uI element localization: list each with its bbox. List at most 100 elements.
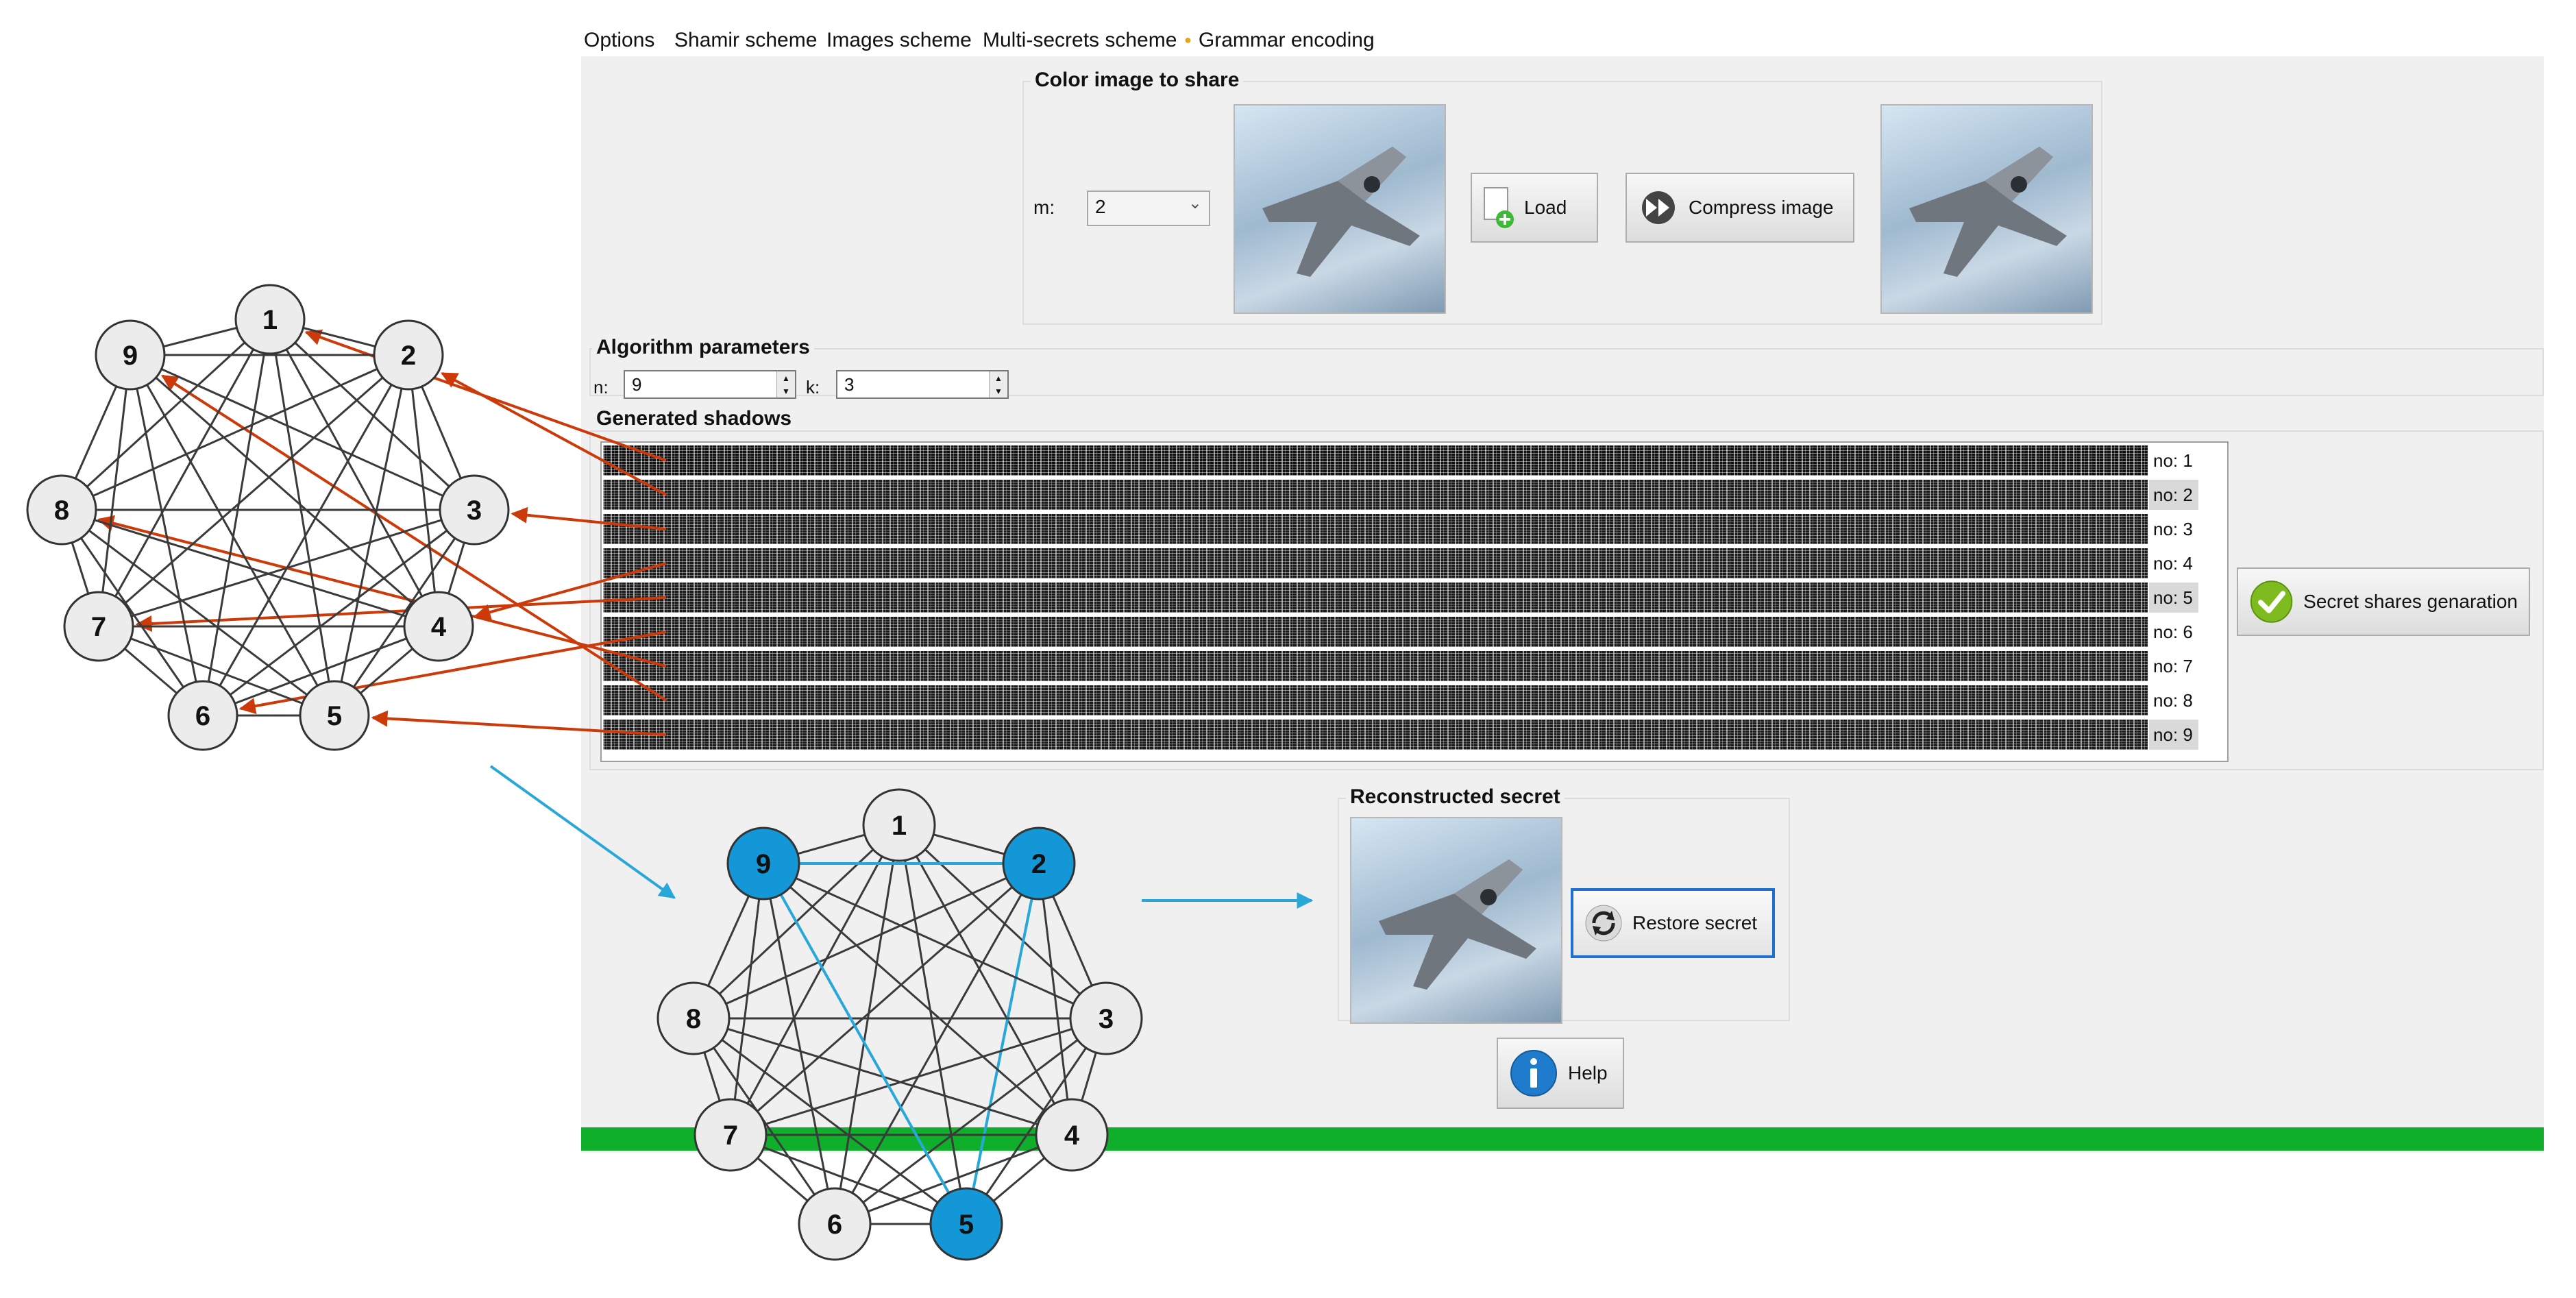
k-spinner[interactable]: 3 ▲▼ xyxy=(836,370,1009,399)
chevron-down-icon: ⌄ xyxy=(1188,194,1202,212)
graph-edge xyxy=(130,354,439,628)
menu-bar: Options Shamir scheme Images scheme Mult… xyxy=(581,21,2544,59)
graph-node-label: 4 xyxy=(1064,1121,1080,1151)
graph-edge xyxy=(763,862,1072,1136)
shadow-image xyxy=(603,617,2148,647)
help-button[interactable]: Help xyxy=(1497,1038,1624,1109)
share-arrow xyxy=(474,562,667,620)
shadow-image xyxy=(603,583,2148,613)
m-select[interactable]: 2 ⌄ xyxy=(1087,191,1210,226)
jet-icon xyxy=(1262,147,1420,277)
restore-secret-button[interactable]: Restore secret xyxy=(1571,888,1775,958)
shadow-image xyxy=(603,651,2148,681)
share-arrow xyxy=(371,710,667,736)
shadow-label[interactable]: no: 5 xyxy=(2149,583,2198,613)
graph-edge xyxy=(201,319,271,716)
secret-shares-generation-button[interactable]: Secret shares genaration xyxy=(2237,567,2530,636)
algorithm-parameters-title: Algorithm parameters xyxy=(592,336,814,359)
graph-edge xyxy=(129,354,204,716)
graph-edge xyxy=(729,824,900,1136)
reconstructed-secret-title: Reconstructed secret xyxy=(1346,785,1565,809)
graph-node-label: 7 xyxy=(91,612,106,642)
graph-edge xyxy=(762,863,968,1225)
share-arrow xyxy=(161,374,667,702)
graph-node xyxy=(798,1187,872,1261)
shadow-label[interactable]: no: 2 xyxy=(2149,480,2198,510)
load-button-label: Load xyxy=(1524,197,1567,218)
help-label: Help xyxy=(1568,1062,1608,1083)
load-file-icon xyxy=(1484,187,1514,228)
color-image-title: Color image to share xyxy=(1031,69,1244,92)
graph-edge xyxy=(202,509,475,717)
graph-edge xyxy=(407,354,440,627)
shadow-image xyxy=(603,720,2148,750)
graph-node xyxy=(439,474,510,546)
reconstructed-image xyxy=(1350,817,1562,1024)
menu-multi-secrets-scheme[interactable]: Multi-secrets scheme xyxy=(983,29,1177,51)
menu-options[interactable]: Options xyxy=(584,29,655,51)
graph-edge xyxy=(833,824,900,1225)
fast-forward-icon xyxy=(1642,191,1675,224)
spinner-arrows-icon[interactable]: ▲▼ xyxy=(776,371,795,397)
n-spinner-value: 9 xyxy=(632,374,642,395)
graph-edge xyxy=(61,509,335,717)
graph-node xyxy=(1069,981,1143,1055)
shadow-label[interactable]: no: 3 xyxy=(2153,519,2193,539)
graph-edge xyxy=(333,354,410,716)
graph-node xyxy=(929,1187,1003,1261)
menu-shamir-scheme[interactable]: Shamir scheme xyxy=(674,29,818,51)
compress-image-button[interactable]: Compress image xyxy=(1626,173,1854,243)
jet-icon xyxy=(1909,147,2067,277)
graph-node-label: 6 xyxy=(827,1210,842,1240)
n-spinner[interactable]: 9 ▲▼ xyxy=(624,370,796,399)
menu-grammar-encoding[interactable]: Grammar encoding xyxy=(1184,29,1375,52)
graph-node xyxy=(63,591,134,662)
shadow-image xyxy=(603,445,2148,476)
graph-node-label: 8 xyxy=(686,1004,701,1034)
graph-edge xyxy=(834,1134,1072,1225)
graph-edge xyxy=(98,509,475,628)
graph-edge xyxy=(833,863,1040,1225)
menu-images-scheme[interactable]: Images scheme xyxy=(826,29,972,51)
m-select-value: 2 xyxy=(1095,196,1106,217)
shadow-label[interactable]: no: 6 xyxy=(2153,622,2193,642)
shadow-label[interactable]: no: 9 xyxy=(2149,720,2198,750)
graph-node-label: 2 xyxy=(401,341,416,371)
shadow-image xyxy=(603,480,2148,510)
graph-node-label: 2 xyxy=(1031,849,1046,879)
share-arrow xyxy=(441,371,667,496)
original-image xyxy=(1234,104,1446,314)
graph-node xyxy=(1002,826,1076,901)
info-icon xyxy=(1510,1050,1557,1097)
graph-edge xyxy=(202,625,439,717)
graph-node xyxy=(862,788,936,862)
shadow-label[interactable]: no: 8 xyxy=(2153,690,2193,711)
shadow-label[interactable]: no: 1 xyxy=(2153,450,2193,471)
graph-edge xyxy=(98,625,335,717)
shadow-label[interactable]: no: 7 xyxy=(2153,656,2193,676)
graph-node-label: 1 xyxy=(262,305,278,335)
graph-edge xyxy=(98,354,409,628)
graph-edge xyxy=(60,509,204,716)
shadow-label[interactable]: no: 4 xyxy=(2153,553,2193,574)
load-button[interactable]: Load xyxy=(1471,173,1598,243)
spinner-arrows-icon[interactable]: ▲▼ xyxy=(989,371,1007,397)
share-arrow xyxy=(135,596,667,633)
graph-edge xyxy=(201,354,410,716)
graph-edge xyxy=(269,319,440,627)
graph-edge xyxy=(130,354,475,511)
k-label: k: xyxy=(806,377,820,397)
graph-node xyxy=(234,284,306,355)
graph-edge xyxy=(730,1134,967,1225)
graph-node-label: 4 xyxy=(431,612,447,642)
graph-node xyxy=(726,826,800,901)
graph-node-label: 6 xyxy=(195,701,210,731)
graph-node xyxy=(403,591,474,662)
graph-edge xyxy=(730,1017,1107,1136)
graph-edge xyxy=(693,862,1040,1020)
graph-node-label: 1 xyxy=(892,811,907,841)
graph-node xyxy=(657,981,731,1055)
graph-edge xyxy=(965,1018,1107,1225)
restore-secret-label: Restore secret xyxy=(1632,912,1758,933)
